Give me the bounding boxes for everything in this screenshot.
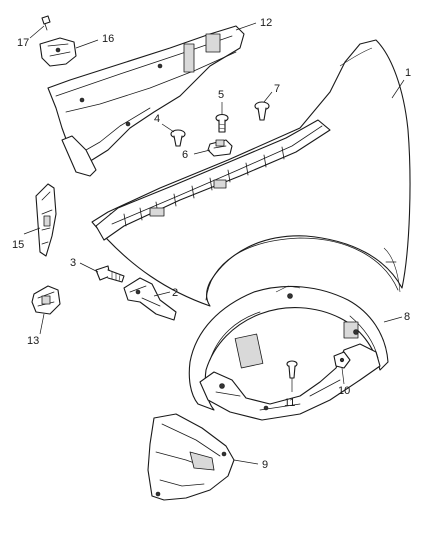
callout-17: 17 [17,37,29,49]
callout-12: 12 [260,17,272,29]
leader-lines [23,22,405,465]
callout-2: 2 [172,287,178,299]
push-pin-part-7 [254,101,270,121]
bolt-part-3 [95,265,125,283]
callout-5: 5 [218,89,224,101]
screw-part-5 [215,113,229,133]
fender-upper-rail [95,119,331,241]
callout-7: 7 [274,83,280,95]
bracket-part-16 [39,37,77,67]
callout-16: 16 [102,33,114,45]
fastener-part-10 [333,351,351,369]
callout-labels: 1 2 3 4 5 6 7 8 9 10 11 12 13 15 16 17 [12,17,411,471]
callout-1: 1 [405,67,411,79]
bracket-part-2 [123,277,177,321]
clip-part-17 [41,15,51,31]
callout-15: 15 [12,239,24,251]
callout-6: 6 [182,149,188,161]
rail-part-12 [47,25,245,177]
callout-11: 11 [284,397,295,409]
callout-3: 3 [70,257,76,269]
liner-part-8 [188,285,389,421]
bracket-part-13 [31,285,61,315]
callout-13: 13 [27,335,39,347]
callout-10: 10 [338,385,350,397]
push-clip-part-4 [170,129,186,147]
bracket-part-15 [35,183,57,257]
splash-shield-part-9 [147,413,235,501]
nut-clip-part-6 [207,139,233,157]
fastener-part-11 [286,360,298,379]
callout-9: 9 [262,459,268,471]
callout-8: 8 [404,311,410,323]
callout-4: 4 [154,113,160,125]
